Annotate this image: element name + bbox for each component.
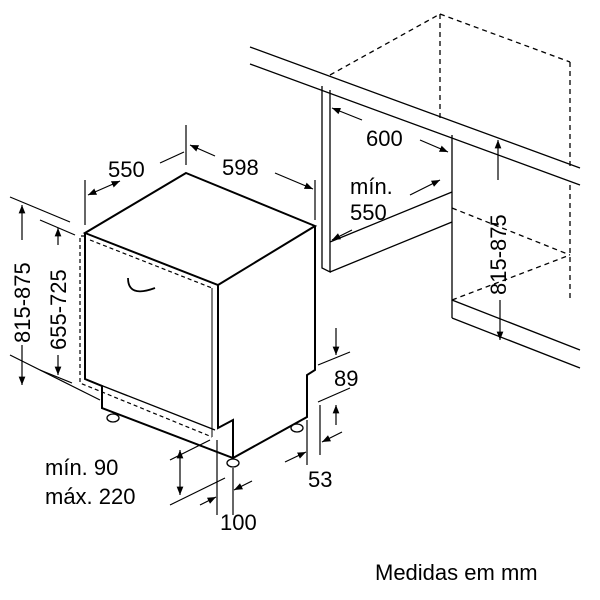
door-panel-outline (79, 235, 213, 438)
door-height-label: 655-725 (46, 269, 71, 350)
plinth-min-label: mín. 90 (45, 455, 118, 480)
door-handle (127, 277, 156, 293)
dishwasher-body (82, 171, 318, 460)
niche-height-label: 815-875 (486, 214, 511, 295)
foot-offset-label: 100 (220, 510, 257, 535)
niche-depth-label: 550 (350, 200, 387, 225)
depth-label: 550 (108, 157, 145, 182)
units-note: Medidas em mm (375, 560, 538, 585)
feet (106, 413, 304, 468)
height-label: 815-875 (10, 262, 35, 343)
plinth-height-label: 89 (334, 366, 358, 391)
niche-width-label: 600 (366, 126, 403, 151)
niche-depth-min-label: mín. (350, 174, 393, 199)
plinth-depth-label: 53 (308, 467, 332, 492)
dimension-lines (9, 107, 504, 515)
dimension-labels: 550 598 600 mín. 550 815-875 815-875 655… (10, 126, 538, 585)
niche-cabinet (249, 13, 581, 369)
width-label: 598 (222, 155, 259, 180)
plinth-max-label: máx. 220 (45, 484, 136, 509)
